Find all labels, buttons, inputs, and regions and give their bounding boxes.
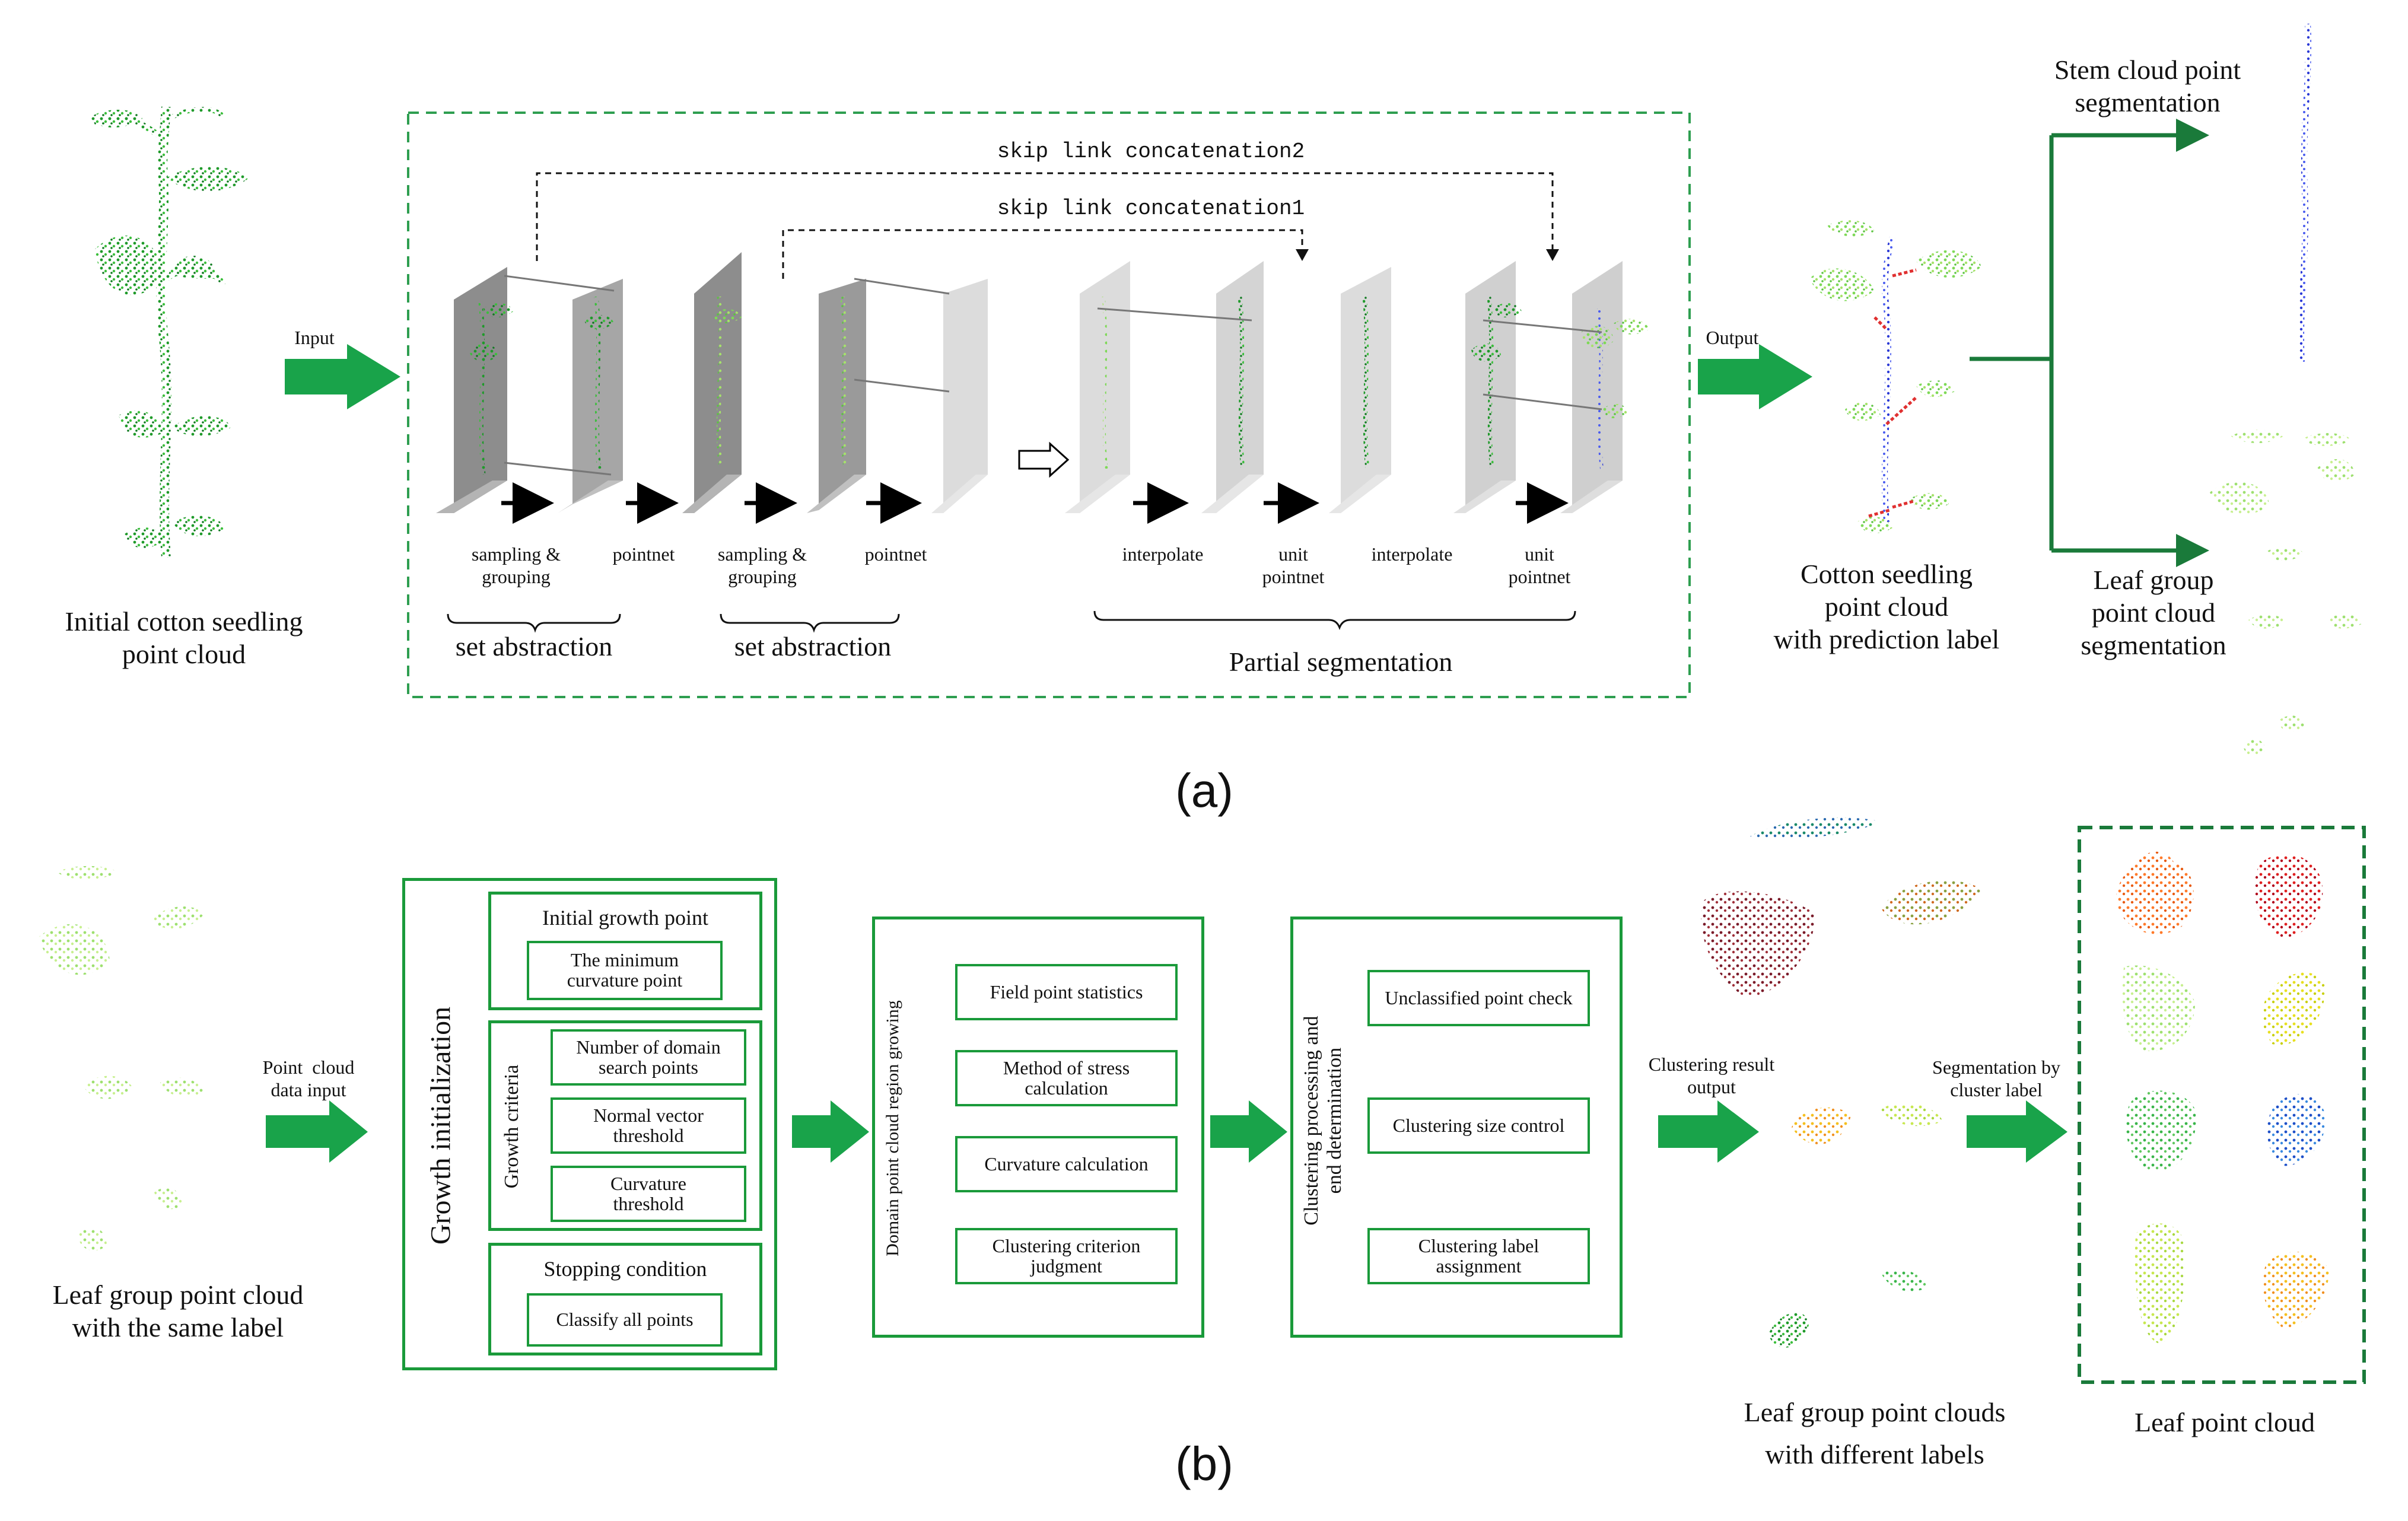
step-label-sampling-2: sampling & grouping (717, 543, 807, 588)
leaf-group-same-label-title: Leaf group point cloud with the same lab… (52, 1280, 304, 1343)
skip-link-lines (536, 172, 1554, 279)
criteria-domain-search-box: Number of domain search points (551, 1029, 746, 1086)
minimum-curvature-point-text: The minimum curvature point (567, 949, 683, 991)
output-arrow-label: Output (1706, 327, 1759, 348)
prediction-cloud (1809, 220, 1981, 533)
clustering-result-output-label: Clustering result output (1648, 1054, 1775, 1098)
clustering-criterion-box: Clustering criterion judgment (955, 1228, 1178, 1284)
minimum-curvature-point-box: The minimum curvature point (527, 941, 723, 1000)
curvature-calculation-box: Curvature calculation (955, 1136, 1178, 1192)
leaf-segmentation-label: Leaf group point cloud segmentation (2081, 565, 2226, 661)
step-label-interpolate-2: interpolate (1371, 543, 1453, 565)
point-cloud-input-label: Point cloud data input (262, 1057, 355, 1101)
criteria-normal-vector-text: Normal vector threshold (593, 1104, 704, 1146)
clustering-criterion-text: Clustering criterion judgment (992, 1234, 1141, 1277)
classify-all-points-box: Classify all points (527, 1293, 723, 1347)
criteria-curvature-text: Curvature threshold (610, 1172, 686, 1214)
step-label-pointnet-2: pointnet (864, 543, 927, 565)
region-growing-box: Domain point cloud region growing Field … (872, 917, 1204, 1338)
criteria-normal-vector-box: Normal vector threshold (551, 1097, 746, 1154)
input-arrow-label: Input (294, 327, 335, 348)
clustering-label-assignment-text: Clustering label assignment (1418, 1234, 1539, 1277)
output-branch (1970, 119, 2209, 567)
group-label-set-abstraction-2: set abstraction (734, 631, 892, 661)
unclassified-check-text: Unclassified point check (1385, 987, 1573, 1008)
growth-initialization-box: Growth initialization Initial growth poi… (402, 878, 777, 1370)
panel-a-caption: (a) (1175, 764, 1233, 817)
criteria-curvature-box: Curvature threshold (551, 1166, 746, 1222)
stress-calculation-text: Method of stress calculation (1003, 1057, 1130, 1099)
leaf-point-cloud-grid (2116, 851, 2329, 1344)
segmentation-by-cluster-label: Segmentation by cluster label (1932, 1057, 2060, 1101)
stem-cloud (2298, 23, 2311, 362)
network-planes (436, 252, 1623, 513)
skip-link-2-label: skip link concatenation2 (997, 139, 1305, 164)
stopping-condition-box: Stopping condition Classify all points (488, 1243, 762, 1355)
input-arrow (285, 344, 400, 409)
initial-growth-point-box: Initial growth point The minimum curvatu… (488, 892, 762, 1010)
classify-all-points-text: Classify all points (556, 1309, 694, 1331)
field-point-statistics-text: Field point statistics (990, 981, 1143, 1003)
curvature-calculation-text: Curvature calculation (984, 1153, 1149, 1175)
projection-lines (504, 275, 1602, 476)
step-label-unit-pointnet-1: unit pointnet (1262, 543, 1325, 588)
leaf-group-cloud-a (2210, 429, 2364, 756)
panel-b-caption: (b) (1175, 1437, 1233, 1490)
prediction-label: Cotton seedling point cloud with predict… (1773, 559, 2000, 655)
stem-segmentation-label: Stem cloud point segmentation (2054, 55, 2241, 118)
stress-calculation-box: Method of stress calculation (955, 1050, 1178, 1106)
group-label-set-abstraction-1: set abstraction (455, 631, 613, 661)
initial-seedling-title: Initial cotton seedling point cloud (65, 606, 303, 670)
region-growing-title: Domain point cloud region growing (883, 1000, 902, 1256)
clustering-processing-title: Clustering processing and end determinat… (1300, 1016, 1345, 1226)
network-frame (407, 112, 1691, 698)
clustering-size-control-text: Clustering size control (1392, 1114, 1565, 1136)
output-arrow (1698, 344, 1812, 409)
group-label-partial-segmentation: Partial segmentation (1229, 647, 1453, 677)
initial-seedling-cloud (89, 106, 249, 558)
plane-plant-clouds (478, 296, 1604, 475)
step-label-interpolate-1: interpolate (1122, 543, 1204, 565)
hollow-arrow (1018, 441, 1070, 478)
growth-initialization-title: Growth initialization (425, 1006, 457, 1245)
leaf-clouds-different-labels (1701, 817, 1981, 1348)
field-point-statistics-box: Field point statistics (955, 964, 1178, 1020)
leaf-point-cloud-title: Leaf point cloud (2134, 1407, 2315, 1437)
group-braces (447, 610, 1576, 633)
step-label-pointnet-1: pointnet (612, 543, 675, 565)
leaf-point-cloud-frame (2078, 826, 2366, 1384)
stopping-condition-title: Stopping condition (543, 1257, 707, 1281)
unclassified-check-box: Unclassified point check (1367, 970, 1590, 1026)
leaf-group-same-label-cloud (39, 865, 205, 1251)
clustering-size-control-box: Clustering size control (1367, 1097, 1590, 1154)
clustering-processing-box: Clustering processing and end determinat… (1290, 917, 1623, 1338)
growth-criteria-title: Growth criteria (501, 1064, 523, 1189)
step-label-sampling-1: sampling & grouping (471, 543, 561, 588)
clustering-label-assignment-box: Clustering label assignment (1367, 1228, 1590, 1284)
step-label-unit-pointnet-2: unit pointnet (1508, 543, 1571, 588)
growth-criteria-box: Growth criteria Number of domain search … (488, 1020, 762, 1231)
skip-link-1-label: skip link concatenation1 (997, 196, 1305, 221)
criteria-domain-search-text: Number of domain search points (576, 1036, 721, 1078)
flow-arrows-b (266, 1100, 2067, 1163)
initial-growth-point-title: Initial growth point (542, 906, 708, 930)
leaf-clouds-different-labels-title: Leaf group point clouds with different l… (1744, 1397, 2006, 1470)
